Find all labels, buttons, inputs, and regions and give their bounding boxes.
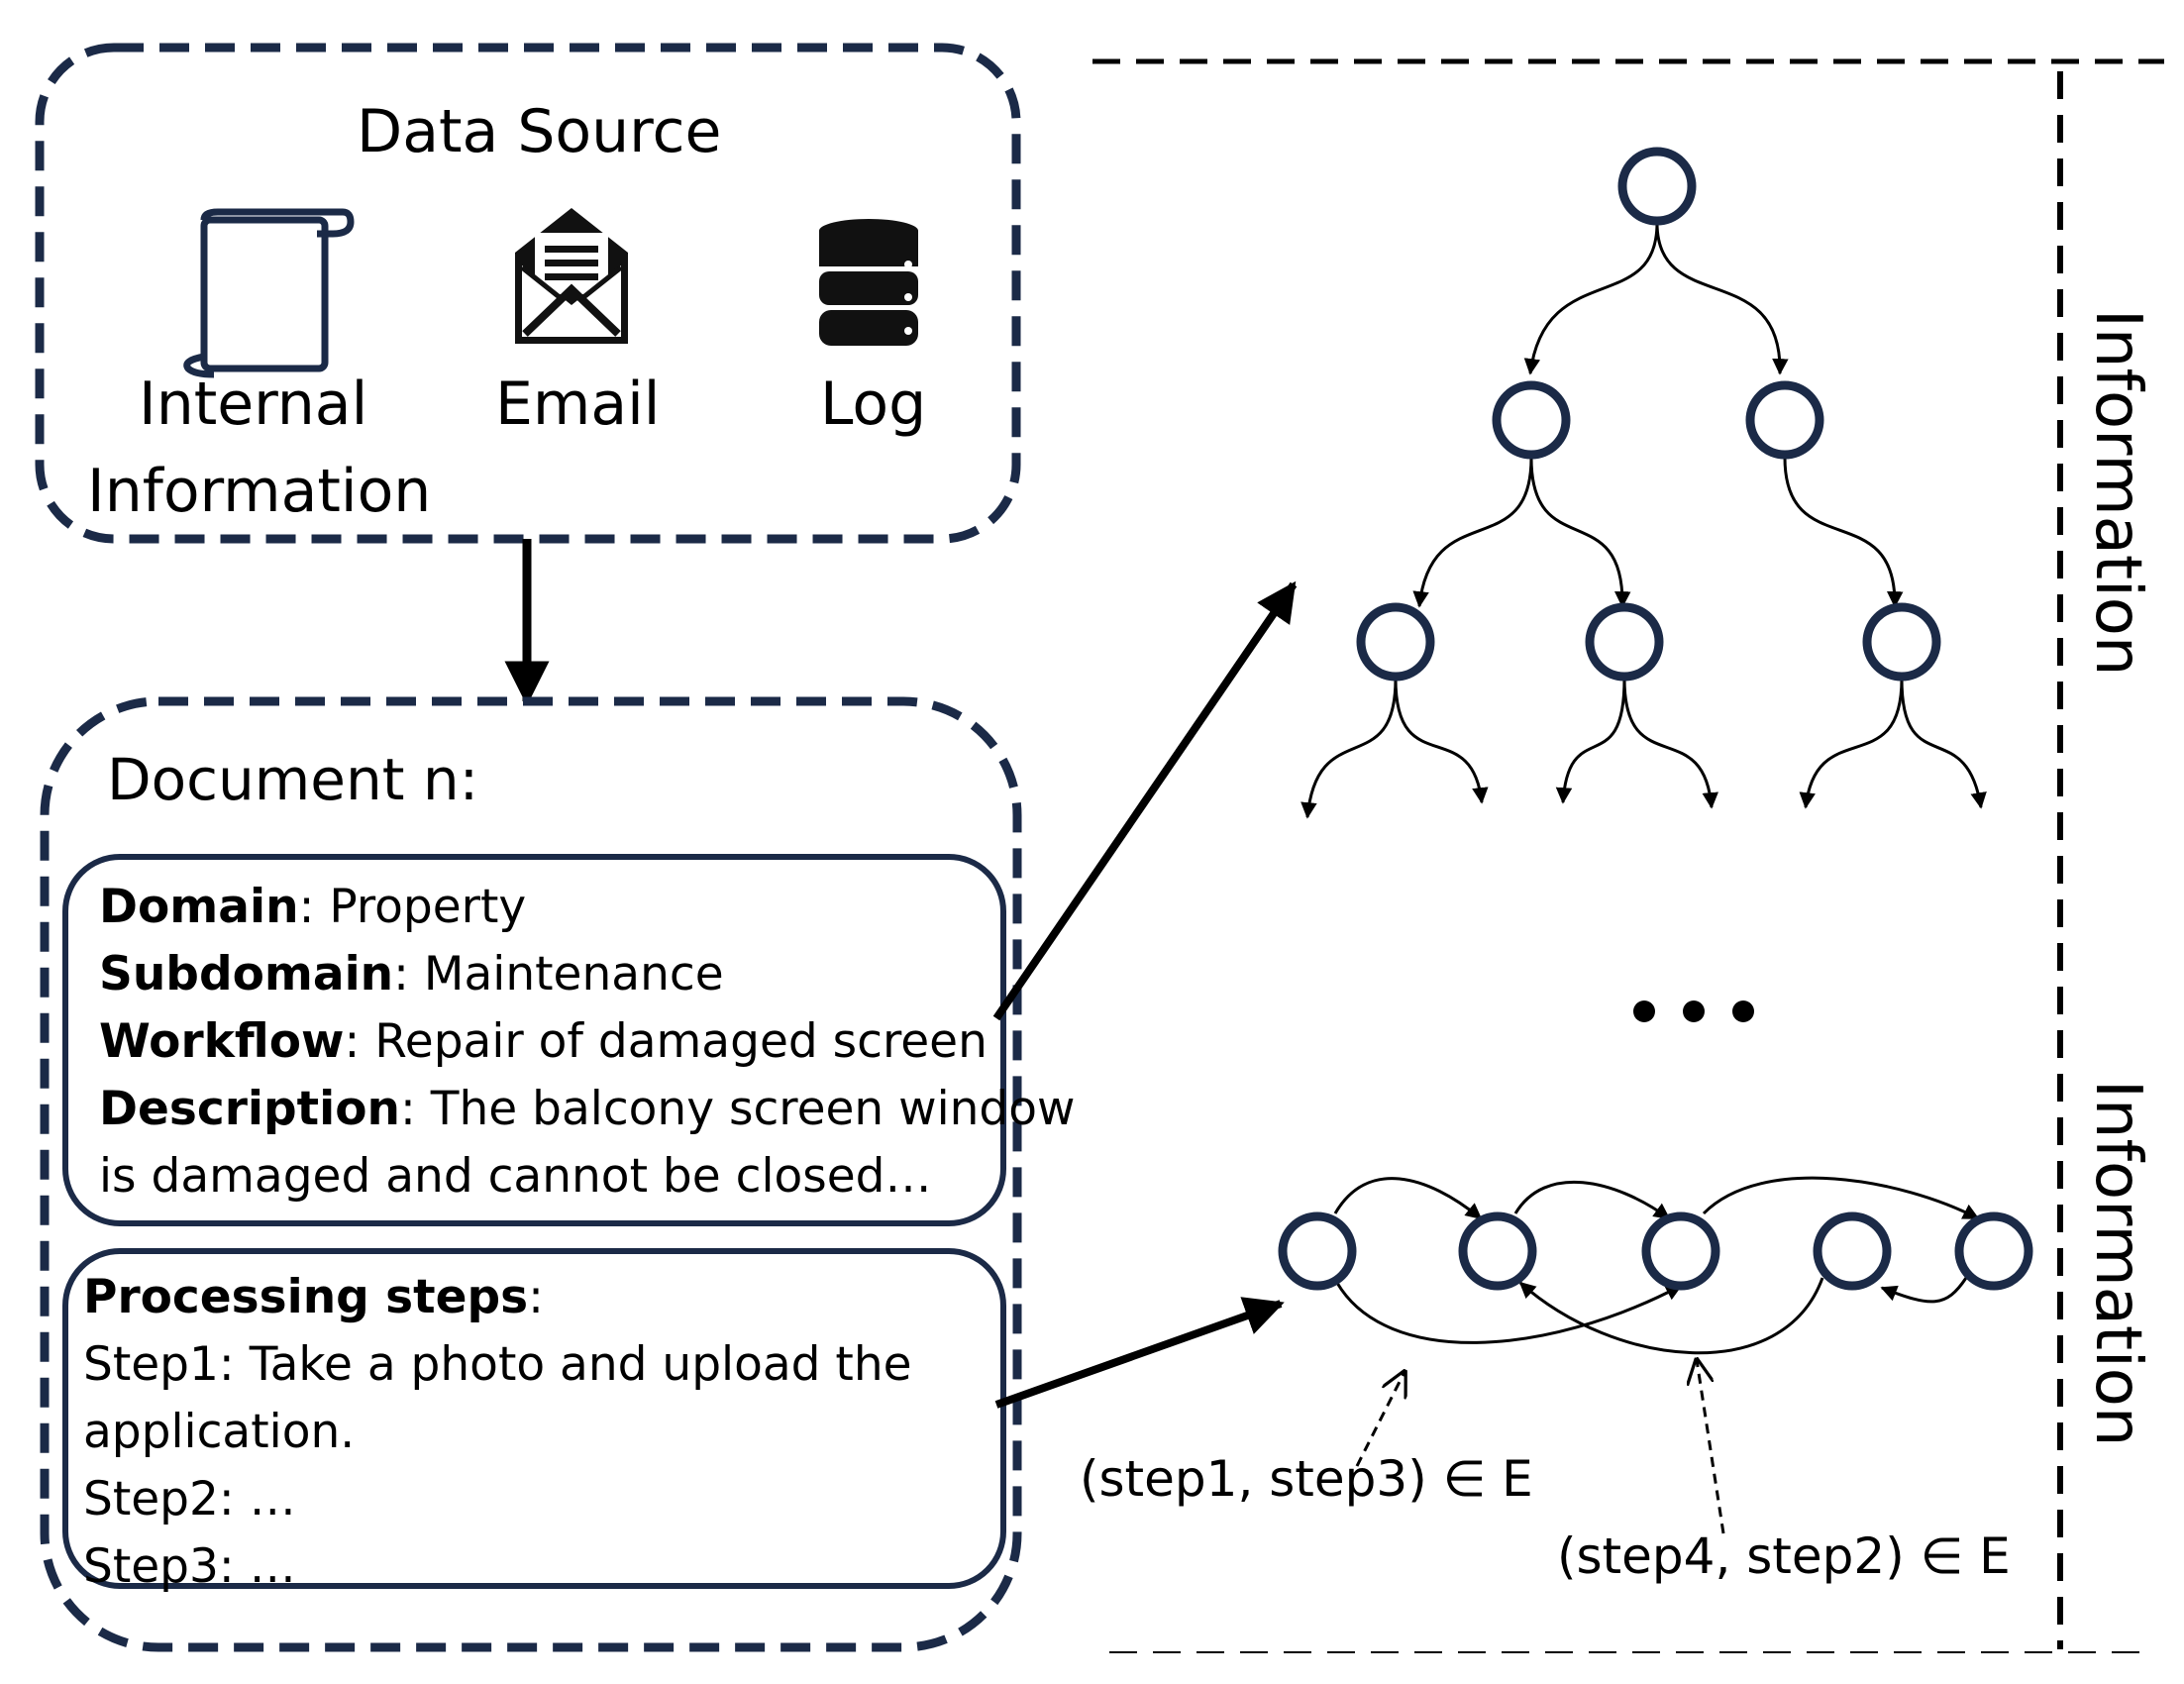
processing-steps-heading: Processing steps: bbox=[83, 1270, 544, 1324]
information-side-label-bottom: Information bbox=[2081, 1080, 2154, 1447]
step-graph-edges bbox=[1333, 1176, 1980, 1355]
ellipsis bbox=[1633, 1000, 1754, 1022]
step-node bbox=[1458, 1211, 1537, 1291]
processing-steps-box bbox=[62, 1248, 1006, 1589]
processing-step-line: Step3: … bbox=[83, 1539, 296, 1594]
document-to-tree-arrow bbox=[992, 580, 1298, 1021]
information-side-label-top: Information bbox=[2081, 309, 2154, 677]
scroll-icon bbox=[183, 208, 355, 378]
edge-label-step4-step2: (step4, step2) ∈ E bbox=[1557, 1527, 2011, 1585]
tree-nodes bbox=[1356, 147, 1941, 682]
email-label: Email bbox=[495, 369, 661, 439]
edge-pointer-2 bbox=[1697, 1360, 1725, 1534]
log-label: Log bbox=[820, 369, 927, 439]
data-source-box bbox=[35, 43, 1021, 544]
internal-information-label-line2: Information bbox=[87, 457, 432, 526]
tree-edges bbox=[1300, 222, 1987, 819]
step-node bbox=[1278, 1211, 1357, 1291]
database-icon bbox=[819, 219, 918, 346]
step-node bbox=[1813, 1211, 1892, 1291]
description-field: Description: The balcony screen window bbox=[99, 1082, 1076, 1136]
subdomain-field: Subdomain: Maintenance bbox=[99, 947, 724, 1001]
data-source-title: Data Source bbox=[357, 97, 722, 166]
document-title: Document n: bbox=[107, 746, 479, 813]
step-node bbox=[1954, 1211, 2033, 1291]
workflow-field: Workflow: Repair of damaged screen bbox=[99, 1014, 988, 1069]
processing-step-line: Step1: Take a photo and upload the bbox=[83, 1337, 912, 1392]
document-fields-box bbox=[62, 854, 1006, 1226]
processing-step-line: application. bbox=[83, 1405, 356, 1459]
tree-node bbox=[1617, 147, 1697, 226]
processing-step-line: Step2: … bbox=[83, 1472, 296, 1526]
step-graph-nodes bbox=[1278, 1211, 2033, 1291]
tree-node bbox=[1356, 602, 1435, 682]
tree-node bbox=[1745, 380, 1824, 460]
step-node bbox=[1641, 1211, 1720, 1291]
edge-pointer-1 bbox=[1355, 1372, 1404, 1467]
steps-to-graph-arrow bbox=[994, 1297, 1285, 1409]
open-envelope-icon bbox=[515, 208, 628, 344]
internal-information-label-line1: Internal bbox=[139, 369, 368, 439]
document-box bbox=[40, 696, 1022, 1652]
tree-node bbox=[1585, 602, 1664, 682]
tree-node bbox=[1862, 602, 1941, 682]
edge-label-step1-step3: (step1, step3) ∈ E bbox=[1080, 1450, 1533, 1508]
tree-node bbox=[1492, 380, 1571, 460]
domain-field: Domain: Property bbox=[99, 880, 527, 934]
description-continuation: is damaged and cannot be closed… bbox=[99, 1149, 932, 1204]
